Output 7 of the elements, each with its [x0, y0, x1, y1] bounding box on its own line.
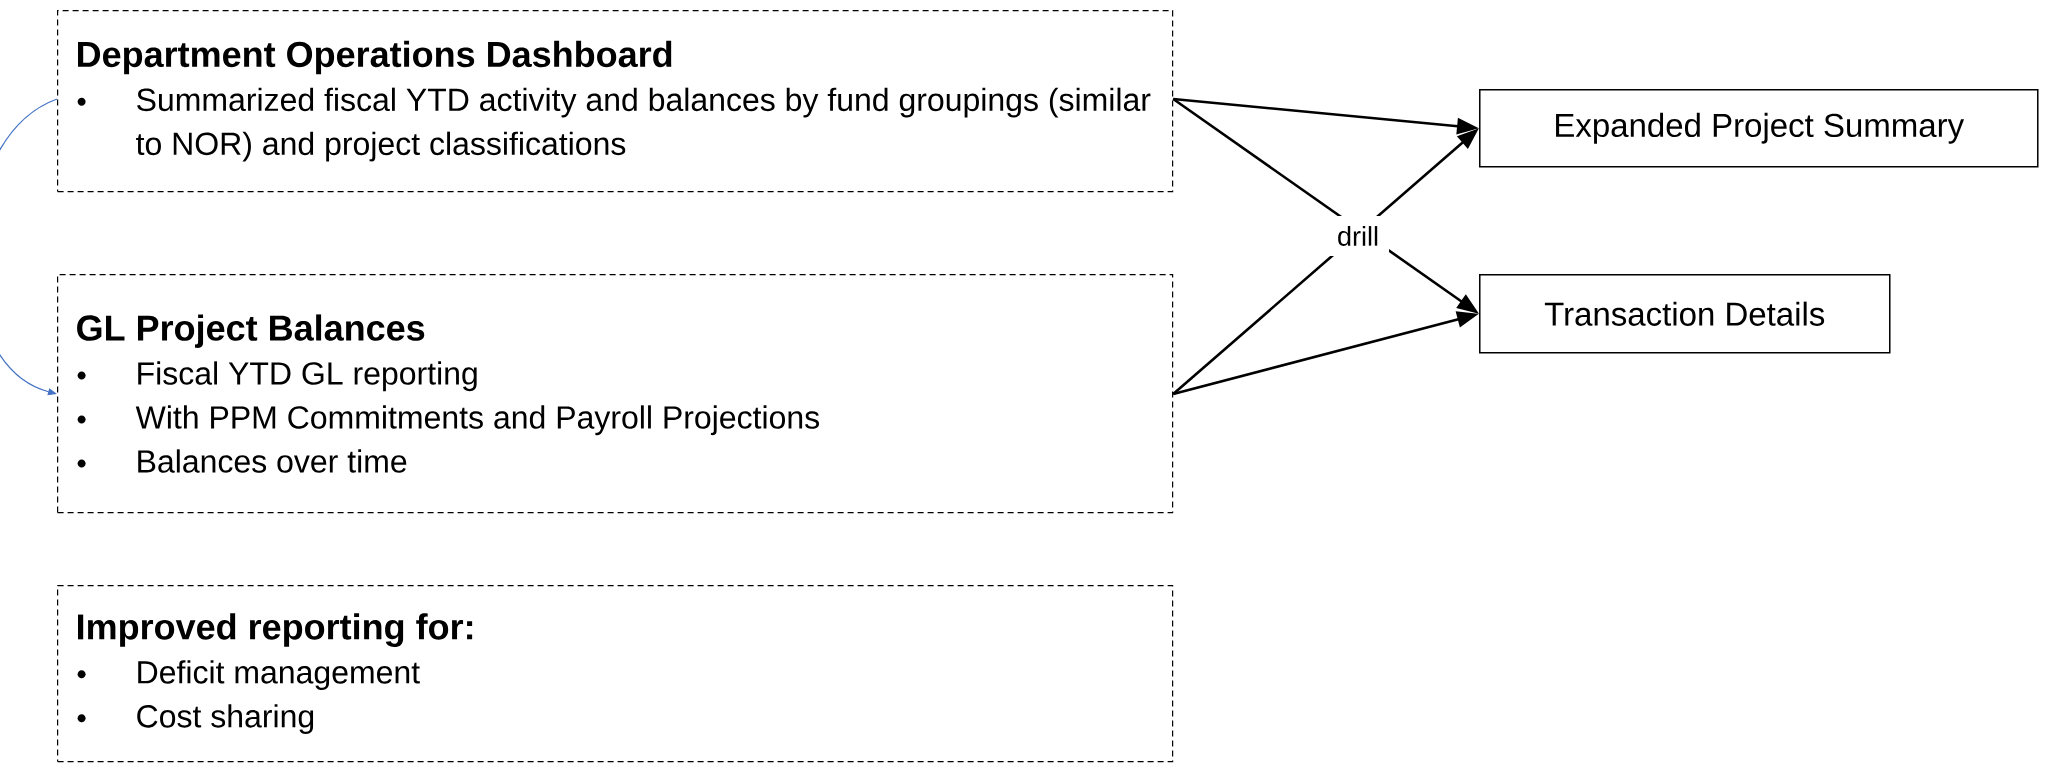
dashed-info-box: Department Operations Dashboard Summarized fiscal YTD activity and balances by fund groupings (similar to NOR) and project classifications: [57, 10, 1174, 193]
dashed-info-box: Improved reporting for: Deficit management Cost sharing: [57, 585, 1174, 763]
drill-label: drill: [1327, 216, 1389, 256]
arrow: [0, 98, 58, 396]
report-box: Expanded Project Summary: [1479, 89, 2039, 168]
report-box: Transaction Details: [1479, 274, 1891, 354]
dashed-info-box: GL Project Balances Fiscal YTD GL reporting With PPM Commitments and Payroll Projections Balances over time: [57, 274, 1174, 514]
